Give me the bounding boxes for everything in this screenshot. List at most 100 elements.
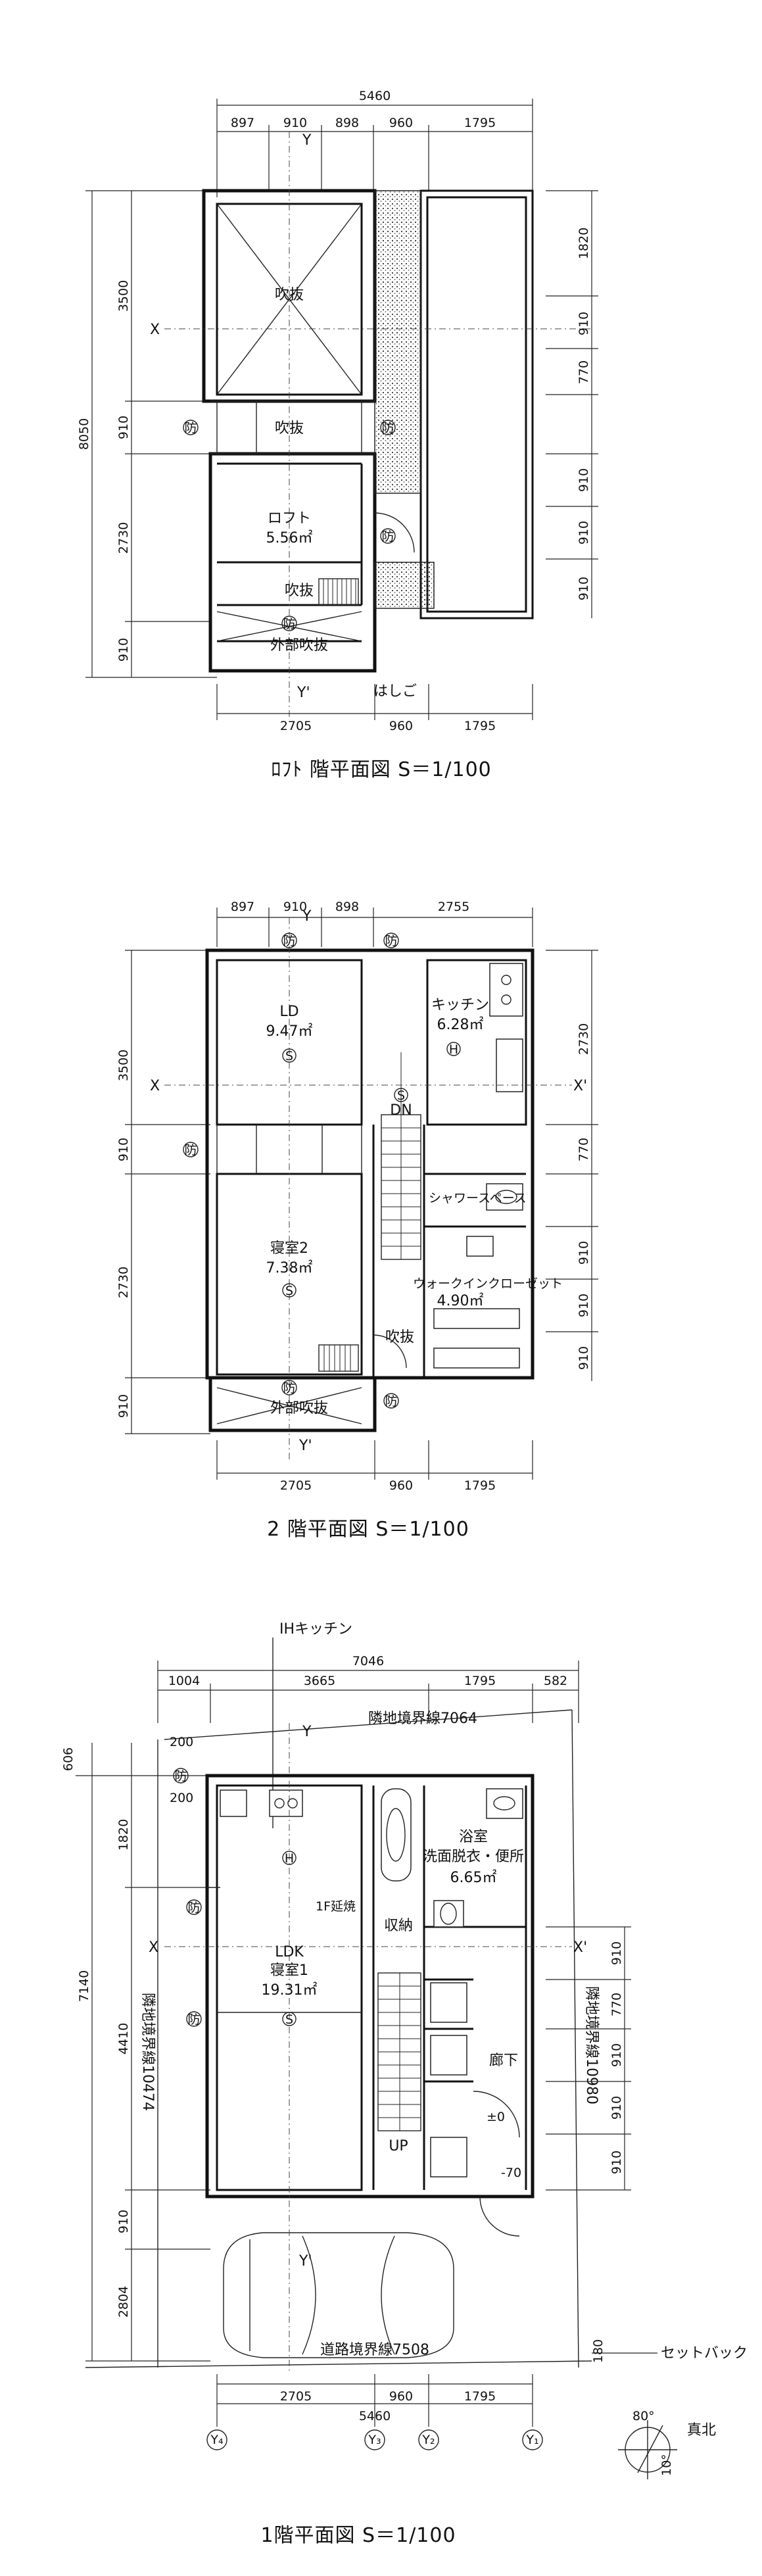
loft-dim-left-2: 910 (116, 416, 131, 439)
second-bou-mark-1: 防 (283, 934, 295, 948)
loft-plan-title: ﾛﾌﾄ 階平面図 S＝1/100 (271, 758, 492, 781)
second-room-bed2-name: 寝室2 (270, 1240, 308, 1257)
first-axis-y-label: Y (302, 1724, 312, 1740)
second-dimensions-top: 897 910 898 2755 (216, 900, 533, 947)
grid-marker-y1: Y₁ (525, 2433, 538, 2447)
loft-bou-mark-4: 防 (283, 617, 295, 631)
first-axis-x2-label: X' (573, 1939, 587, 1956)
loft-dimensions-right: 1820 910 770 910 910 910 (546, 190, 598, 618)
first-floor-plan: IHキッチン 7046 1004 3665 1795 582 隣地境界線7064… (61, 1621, 748, 2547)
second-dim-right-5: 910 (577, 1346, 591, 1370)
grid-marker-y2: Y₂ (421, 2433, 435, 2447)
second-room-shower: シャワースペース (429, 1191, 527, 1205)
loft-dimensions-bottom: 2705 960 1795 (216, 684, 533, 733)
first-dim-left-4: 2804 (116, 2286, 131, 2318)
first-dimensions-bottom: 2705 960 1795 5460 (216, 2374, 533, 2427)
second-bou-mark-4: 防 (283, 1381, 295, 1396)
first-room-up: UP (389, 2138, 408, 2154)
second-room-kitchen-area: 6.28㎡ (437, 1016, 484, 1033)
second-axis-x2-label: X' (573, 1078, 587, 1094)
first-room-wash-area: 6.65㎡ (450, 1869, 497, 1886)
second-dim-left-3: 2730 (116, 1267, 131, 1298)
loft-bou-mark-3: 防 (381, 529, 394, 544)
second-bou-mark-5: 防 (385, 1394, 397, 1409)
first-fixtures (220, 1788, 523, 2177)
loft-dim-right-1: 1820 (577, 228, 591, 259)
second-axis-y2-label: Y' (298, 1438, 312, 1454)
second-room-wic-area: 4.90㎡ (437, 1292, 484, 1309)
first-dim-top-3: 1795 (464, 1674, 496, 1688)
first-grid-markers: Y₄ Y₃ Y₂ Y₁ (206, 2429, 543, 2450)
second-dim-right-4: 910 (577, 1294, 591, 1317)
first-dim-200a: 200 (170, 1735, 193, 1749)
first-boundary-right-label: 隣地境界線10980 (583, 1986, 600, 2104)
first-dim-right-1: 910 (609, 1941, 624, 1965)
loft-axis-y-label: Y (302, 132, 312, 149)
first-ih-kitchen-label: IHキッチン (279, 1621, 352, 1638)
loft-hatched-void-lower (374, 562, 435, 609)
loft-dim-right-6: 910 (577, 577, 591, 600)
first-walls (205, 1774, 535, 2199)
first-dim-right-2: 770 (609, 1993, 624, 2016)
loft-dimensions-top: 5460 897 910 898 960 1795 (216, 89, 533, 197)
first-dim-left-1: 1820 (116, 1819, 131, 1851)
first-setback-label: セットバック (661, 2345, 748, 2362)
first-boundary-top-line (164, 1709, 573, 1740)
loft-dim-top-4: 960 (389, 116, 413, 130)
first-dim-total-bottom: 5460 (359, 2409, 391, 2423)
second-plan-title: 2 階平面図 S＝1/100 (267, 1518, 469, 1541)
second-floor-plan: 897 910 898 2755 3500 910 2730 910 2730 (116, 900, 598, 1541)
second-dim-right-1: 2730 (577, 1023, 591, 1055)
second-axis-x-label: X (150, 1078, 160, 1094)
second-room-bed2-area: 7.38㎡ (266, 1259, 313, 1276)
first-dim-top-4: 582 (544, 1674, 567, 1688)
loft-room-fukinuke-main: 吹抜 (275, 287, 304, 303)
loft-bou-mark-1: 防 (184, 421, 197, 435)
first-room-ldk-area: 19.31㎡ (262, 1981, 318, 1999)
first-dim-right-3: 910 (609, 2043, 624, 2067)
second-room-wic: ウォークインクローゼット (413, 1276, 563, 1291)
first-dim-top-2: 3665 (304, 1674, 335, 1688)
first-room-wash: 洗面脱衣・便所 (423, 1849, 524, 1865)
first-stairs (377, 1972, 421, 2131)
first-road-line (85, 2360, 592, 2368)
first-dim-left-2: 4410 (116, 2023, 131, 2054)
second-room-ld-area: 9.47㎡ (266, 1023, 313, 1040)
second-bou-mark-2: 防 (385, 934, 397, 948)
loft-dim-top-3: 898 (335, 116, 359, 130)
second-kitchen-heat-mark: H (449, 1042, 458, 1057)
first-room-storage: 収納 (384, 1918, 413, 1934)
first-boundary-top-label: 隣地境界線7064 (368, 1711, 477, 1727)
north-degree-10: 10° (659, 2454, 674, 2476)
loft-dim-right-4: 910 (577, 468, 591, 492)
first-dim-606: 606 (61, 1747, 76, 1771)
first-room-bed1-name: 寝室1 (270, 1962, 308, 1979)
first-extension-note: 1F延焼 (316, 1899, 356, 1914)
loft-room-fukinuke-mid: 吹抜 (275, 420, 304, 437)
first-bou-mark-1: 防 (174, 1769, 187, 1784)
loft-room-loft-area: 5.56㎡ (266, 529, 313, 547)
loft-axis-y2-label: Y' (297, 685, 310, 701)
second-ld-smoke-mark: S (285, 1049, 293, 1063)
first-bou-mark-2: 防 (187, 1901, 200, 1915)
second-room-kitchen-name: キッチン (431, 997, 489, 1013)
loft-ladder-label: はしご (373, 683, 417, 700)
second-dimensions-bottom: 2705 960 1795 (216, 1440, 533, 1493)
second-dim-bottom-1: 2705 (280, 1478, 312, 1493)
first-kitchen-heat-mark: H (285, 1851, 294, 1866)
second-dim-left-1: 3500 (116, 1050, 131, 1081)
first-dimensions-top: 7046 1004 3665 1795 582 (157, 1654, 579, 1723)
second-room-ld-name: LD (279, 1004, 298, 1020)
first-dim-top-1: 1004 (168, 1674, 200, 1688)
first-axis-y2-label: Y' (298, 2253, 312, 2270)
first-level-70: -70 (501, 2166, 521, 2180)
grid-marker-y4: Y₄ (210, 2433, 224, 2447)
first-hall-door-swing (473, 2091, 520, 2138)
second-dim-right-3: 910 (577, 1241, 591, 1265)
first-ldk-smoke-mark: S (285, 2012, 293, 2027)
second-dim-top-3: 898 (335, 900, 359, 914)
second-dim-bottom-2: 960 (389, 1478, 413, 1493)
grid-marker-y3: Y₃ (368, 2433, 381, 2447)
car-icon (223, 2232, 454, 2358)
